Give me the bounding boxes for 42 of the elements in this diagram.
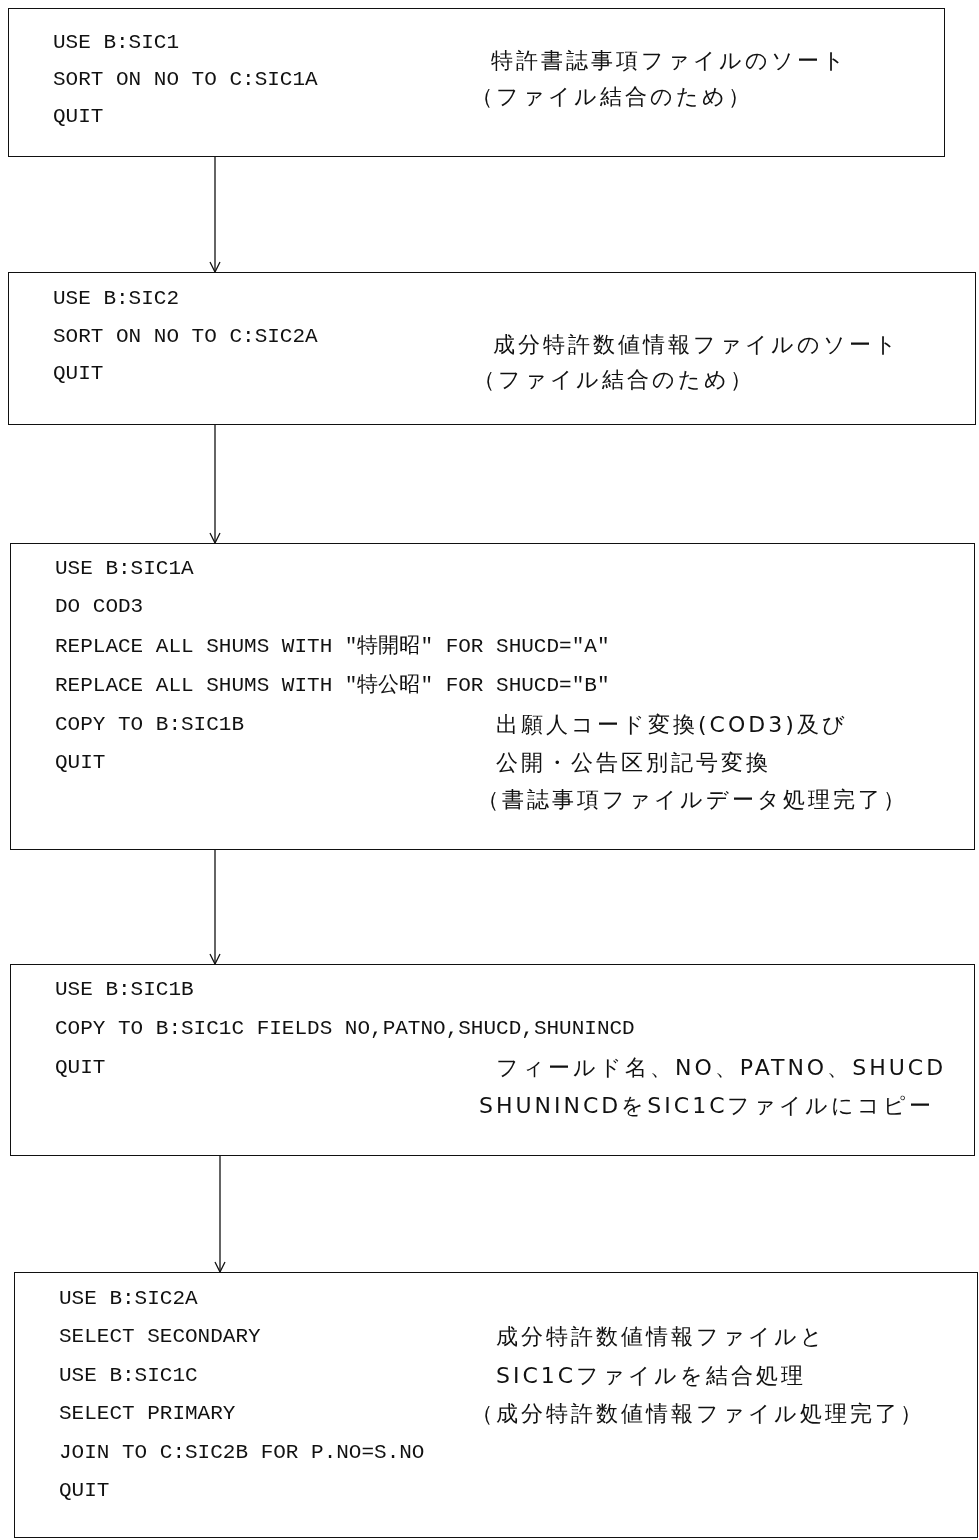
code-line: SELECT SECONDARY xyxy=(59,1324,261,1350)
code-line: REPLACE ALL SHUMS WITH "特開昭" FOR SHUCD="A" xyxy=(55,634,610,660)
process-box xyxy=(10,964,975,1156)
code-line: USE B:SIC1A xyxy=(55,556,194,582)
code-line: USE B:SIC1C xyxy=(59,1363,198,1389)
comment-text: 出願人コード変換(COD3)及び xyxy=(496,712,848,738)
arrow xyxy=(209,849,221,965)
process-box xyxy=(8,272,976,425)
code-line: COPY TO B:SIC1C FIELDS NO,PATNO,SHUCD,SHUNINCD xyxy=(55,1016,635,1042)
code-line: REPLACE ALL SHUMS WITH "特公昭" FOR SHUCD="B" xyxy=(55,673,610,699)
comment-text: 成分特許数値情報ファイルのソート xyxy=(493,332,900,358)
arrow xyxy=(214,1155,226,1273)
code-line: QUIT xyxy=(55,750,106,776)
code-line: SORT ON NO TO C:SIC1A xyxy=(53,67,318,93)
code-line: JOIN TO C:SIC2B FOR P.NO=S.NO xyxy=(59,1440,425,1466)
code-line: QUIT xyxy=(53,104,104,130)
comment-text: （ファイル結合のため） xyxy=(471,84,753,110)
code-line: USE B:SIC2 xyxy=(53,286,180,312)
comment-text: 成分特許数値情報ファイルと xyxy=(496,1324,826,1350)
code-line: QUIT xyxy=(53,361,104,387)
code-line: USE B:SIC2A xyxy=(59,1286,198,1312)
comment-text: （成分特許数値情報ファイル処理完了） xyxy=(471,1401,925,1427)
code-line: QUIT xyxy=(55,1055,106,1081)
comment-text: （書誌事項ファイルデータ処理完了） xyxy=(477,787,908,813)
comment-text: 公開・公告区別記号変換 xyxy=(496,750,771,776)
code-line: USE B:SIC1 xyxy=(53,30,180,56)
process-box xyxy=(14,1272,978,1538)
process-box xyxy=(10,543,975,850)
code-line: QUIT xyxy=(59,1478,110,1504)
arrow xyxy=(209,156,221,273)
comment-text: SHUNINCDをSIC1Cファイルにコピー xyxy=(479,1093,935,1119)
code-line: SORT ON NO TO C:SIC2A xyxy=(53,324,318,350)
arrow xyxy=(209,424,221,544)
comment-text: （ファイル結合のため） xyxy=(473,367,755,393)
code-line: SELECT PRIMARY xyxy=(59,1401,236,1427)
comment-text: フィールド名、NO、PATNO、SHUCD xyxy=(496,1055,947,1081)
code-line: COPY TO B:SIC1B xyxy=(55,712,245,738)
comment-text: SIC1Cファイルを結合処理 xyxy=(496,1363,807,1389)
code-line: DO COD3 xyxy=(55,594,144,620)
process-box xyxy=(8,8,945,157)
code-line: USE B:SIC1B xyxy=(55,977,194,1003)
comment-text: 特許書誌事項ファイルのソート xyxy=(491,48,848,74)
